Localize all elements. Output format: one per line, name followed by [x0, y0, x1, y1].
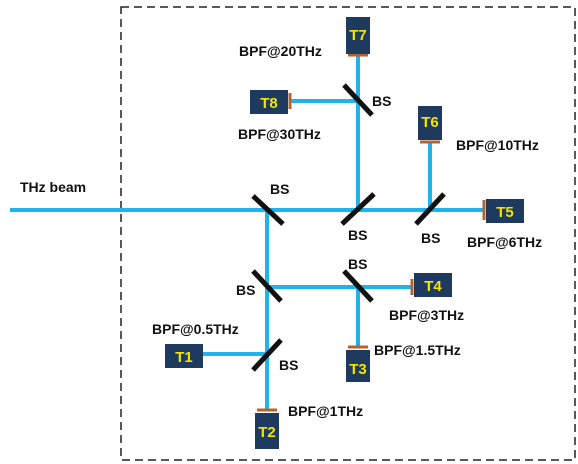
svg-text:T5: T5 [496, 204, 514, 221]
svg-text:T6: T6 [421, 114, 439, 131]
filter-label-t5: BPF@6THz [467, 234, 542, 250]
filter-label-t3: BPF@1.5THz [374, 342, 461, 358]
splitter-main-center [340, 192, 376, 226]
svg-text:T8: T8 [260, 95, 278, 112]
splitter-mid-left [251, 269, 283, 303]
filter-label-t2: BPF@1THz [288, 403, 363, 419]
splitter-bottom [251, 338, 283, 372]
splitter-top [342, 83, 374, 117]
svg-text:T3: T3 [349, 361, 367, 378]
splitter-label-top: BS [372, 93, 391, 109]
svg-text:T7: T7 [349, 27, 367, 44]
beam-splitters [251, 83, 446, 372]
splitter-mid-right [342, 269, 374, 303]
svg-text:T4: T4 [424, 278, 442, 295]
detector-t6: T6 [418, 106, 442, 140]
detector-t5: T5 [486, 199, 524, 223]
splitter-label-bottom: BS [279, 357, 298, 373]
splitter-label-main-center: BS [348, 227, 367, 243]
detector-t3: T3 [346, 350, 370, 382]
input-beam-label: THz beam [20, 179, 86, 195]
filter-label-t8: BPF@30THz [238, 126, 321, 142]
detector-t8: T8 [250, 90, 288, 114]
svg-text:T1: T1 [175, 349, 193, 366]
splitter-main-left [251, 194, 285, 226]
detector-t1: T1 [165, 344, 203, 368]
splitter-label-main-right: BS [421, 230, 440, 246]
splitter-main-right [414, 192, 446, 226]
detector-t7: T7 [346, 17, 370, 54]
splitter-label-mid-left: BS [236, 282, 255, 298]
detector-t4: T4 [414, 273, 452, 297]
splitter-label-mid-right: BS [348, 256, 367, 272]
splitter-label-main-left: BS [270, 181, 289, 197]
filter-label-t7: BPF@20THz [239, 43, 322, 59]
filter-label-t1: BPF@0.5THz [152, 321, 239, 337]
detector-t2: T2 [255, 413, 279, 449]
filter-label-t6: BPF@10THz [456, 137, 539, 153]
filter-label-t4: BPF@3THz [389, 307, 464, 323]
enclosure-border [120, 6, 576, 461]
svg-text:T2: T2 [258, 424, 276, 441]
